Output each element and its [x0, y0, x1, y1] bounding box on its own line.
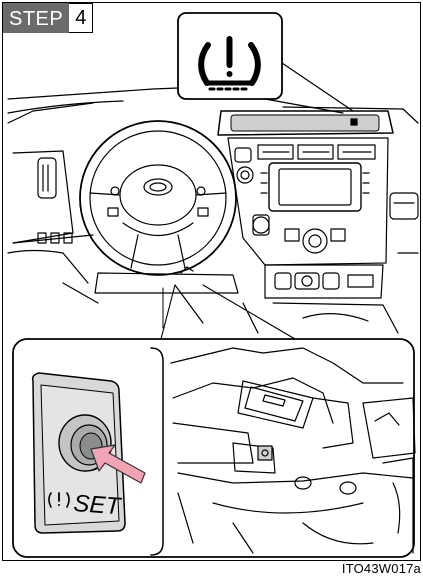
- warning-callout: [178, 13, 353, 113]
- dashboard: [8, 88, 418, 333]
- step-number: 4: [69, 3, 93, 33]
- detail-panel: [13, 285, 415, 558]
- indicator-light: [351, 119, 357, 125]
- navigation-screen: [269, 163, 361, 211]
- figure-code: ITO43W017a: [342, 561, 421, 576]
- dashboard-illustration: SET: [3, 3, 421, 561]
- steering-wheel: [80, 121, 236, 275]
- step-badge: STEP 4: [3, 3, 93, 33]
- illustration-frame: STEP 4: [2, 2, 421, 561]
- set-button-label: SET: [73, 490, 124, 520]
- detail-leader-right: [203, 285, 295, 339]
- step-label: STEP: [3, 3, 69, 33]
- tire-pressure-warning-icon: [201, 39, 258, 89]
